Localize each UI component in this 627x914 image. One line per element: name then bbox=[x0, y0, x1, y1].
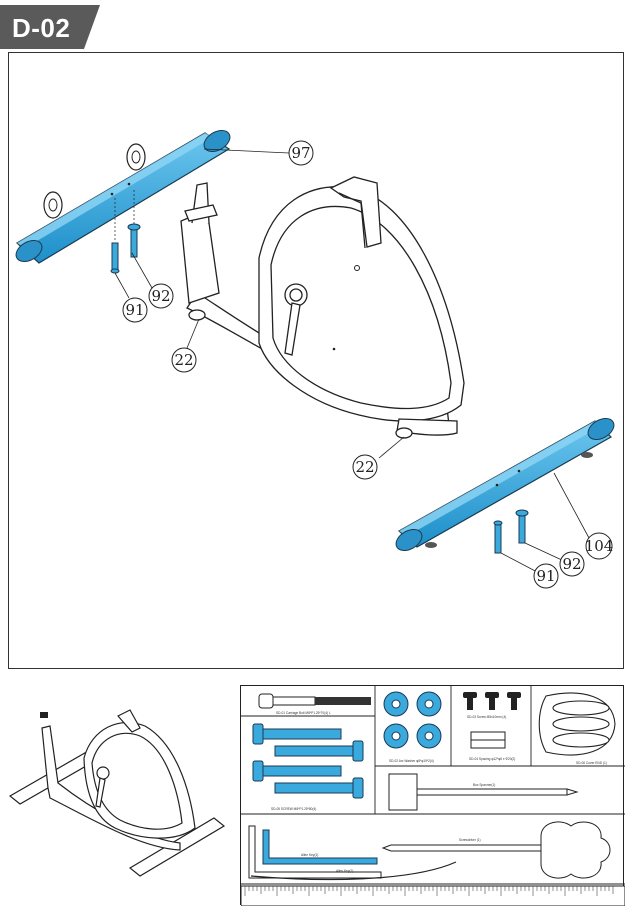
svg-text:91: 91 bbox=[536, 567, 555, 585]
arc-washers bbox=[383, 691, 442, 749]
spacer-label: SD-04 Spacing φ12*φ6 x Φ20(2) bbox=[469, 757, 515, 761]
box-spanner-label: Box Spanner(1) bbox=[473, 783, 495, 787]
screwdriver-label: Screwdriver (1) bbox=[459, 838, 481, 842]
washers-label: SD-02 Arc Washer φ8*φ19*2(4) bbox=[389, 759, 434, 763]
callout-22-top: 22 bbox=[171, 347, 197, 373]
svg-text:92: 92 bbox=[562, 555, 581, 573]
rear-stabilizer bbox=[395, 418, 615, 551]
exploded-diagram-frame: 97 92 91 22 22 104 92 91 bbox=[8, 52, 624, 669]
callout-22-bottom: 22 bbox=[352, 454, 378, 480]
small-screws bbox=[463, 692, 521, 710]
long-bolts bbox=[252, 723, 364, 799]
exploded-diagram: 97 92 91 22 22 104 92 91 bbox=[15, 130, 615, 589]
hardware-parts-card: SD-01 Carriage Bolt M8*P1.25*70(4) L SD-… bbox=[240, 685, 626, 907]
callout-92-right: 92 bbox=[559, 551, 585, 577]
screws-label: SD-03 Screw M5x10mm (4) bbox=[467, 715, 506, 719]
bike-frame bbox=[180, 176, 465, 439]
callout-91-right: 91 bbox=[533, 563, 559, 589]
cap-label: SD-06 Cover END (1) bbox=[576, 761, 607, 765]
svg-text:92: 92 bbox=[151, 287, 170, 305]
svg-text:22: 22 bbox=[174, 351, 193, 369]
spacer bbox=[470, 731, 506, 749]
ruler bbox=[240, 885, 626, 907]
callout-92-left: 92 bbox=[148, 283, 174, 309]
step-tab: D-02 bbox=[0, 5, 100, 49]
screwdriver bbox=[381, 821, 611, 879]
bolts-label: SD-05 SCREW M8*P1.25*80(4) bbox=[271, 807, 316, 811]
allen-keys bbox=[248, 825, 457, 881]
step-label: D-02 bbox=[12, 13, 71, 43]
allen-key-1-label: Allen Key(1) bbox=[301, 853, 318, 857]
carriage-bolt bbox=[258, 693, 371, 709]
right-bolt-washer bbox=[493, 509, 529, 554]
svg-text:22: 22 bbox=[355, 458, 374, 476]
box-spanner bbox=[388, 773, 579, 811]
carriage-bolt-label: SD-01 Carriage Bolt M8*P1.25*70(4) L bbox=[276, 711, 331, 715]
callout-97: 97 bbox=[288, 140, 314, 166]
callout-104: 104 bbox=[585, 532, 614, 560]
svg-text:104: 104 bbox=[585, 537, 614, 555]
svg-text:97: 97 bbox=[291, 144, 310, 162]
front-stabilizer bbox=[15, 130, 231, 264]
callout-91-left: 91 bbox=[122, 297, 148, 323]
allen-key-2-label: Allen Key(1) bbox=[336, 869, 353, 873]
assembled-bike-thumbnail bbox=[0, 688, 234, 909]
end-cap bbox=[538, 692, 616, 756]
svg-text:91: 91 bbox=[125, 301, 144, 319]
